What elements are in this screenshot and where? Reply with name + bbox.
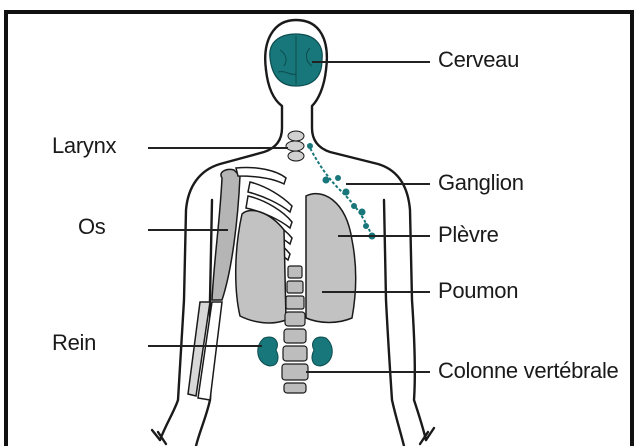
label-plevre: Plèvre [438,222,499,248]
label-ganglion: Ganglion [438,170,524,196]
label-poumon: Poumon [438,278,518,304]
label-cerveau: Cerveau [438,47,519,73]
label-larynx: Larynx [52,133,116,159]
label-rein: Rein [52,330,96,356]
label-colonne-vertebrale: Colonne vertébrale [438,358,619,384]
arm-bone [188,169,240,400]
label-os: Os [78,214,106,240]
larynx [286,131,304,161]
brain [270,34,322,86]
